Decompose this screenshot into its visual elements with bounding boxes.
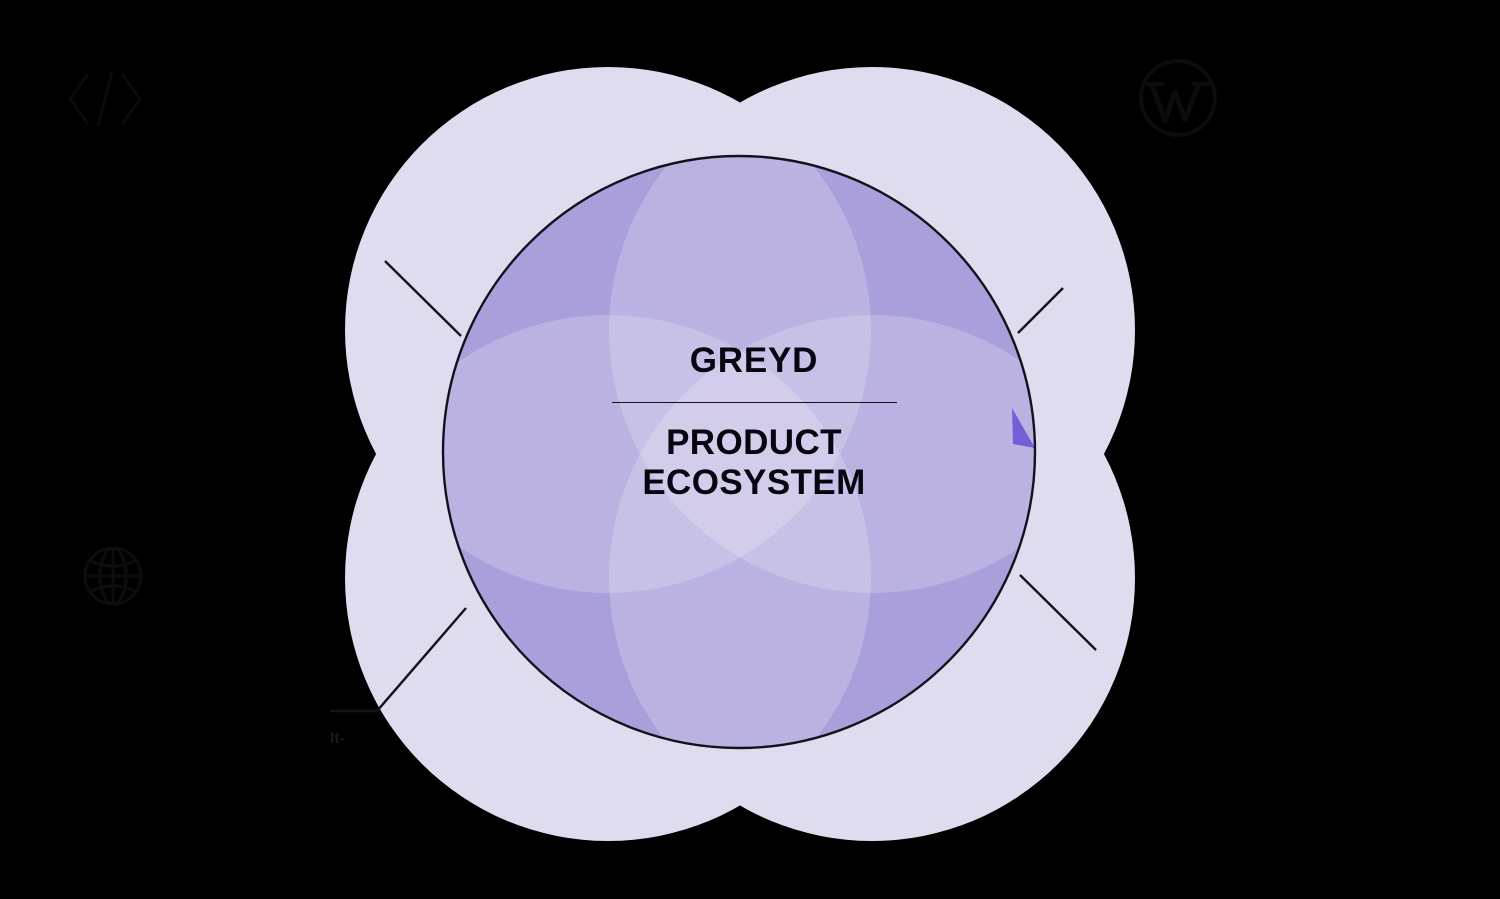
connector-group <box>330 260 1097 713</box>
center-circle-outline <box>441 154 1037 750</box>
deep-overlap-sliver <box>1012 408 1035 448</box>
connector-top-right <box>1017 287 1064 334</box>
connector-bottom-left <box>330 607 467 713</box>
center-circle-fill <box>443 156 1035 748</box>
connector-bottom-right <box>1019 574 1097 651</box>
connector-top-left <box>384 260 462 337</box>
